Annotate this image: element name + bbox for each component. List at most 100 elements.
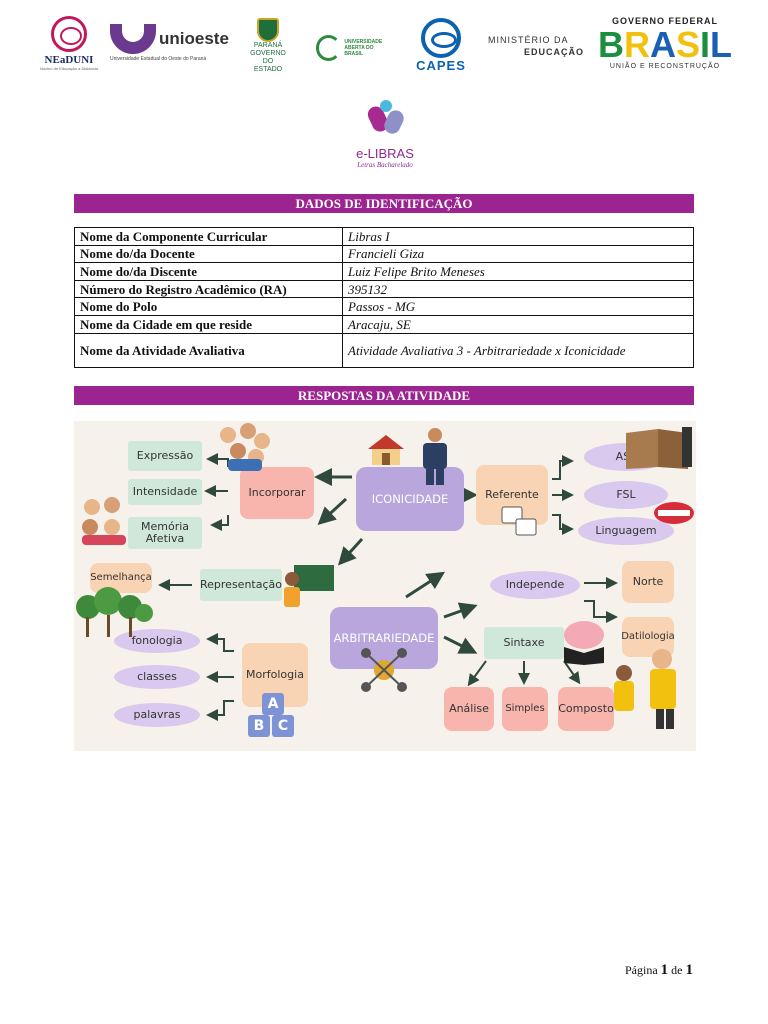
node-independe: Independe: [490, 571, 580, 599]
uab-swirl-icon: [316, 35, 342, 61]
node-linguagem: Linguagem: [578, 517, 674, 545]
ident-value: Francieli Giza: [342, 244, 694, 264]
trees-icon: [76, 587, 153, 637]
house-icon: [368, 435, 404, 465]
uab-line1: UNIVERSIDADE: [344, 39, 383, 45]
parana-logo: PARANÁ GOVERNO DO ESTADO: [248, 18, 288, 80]
gov-brasil-letter: B: [597, 24, 624, 65]
ident-label: Nome da Atividade Avaliativa: [74, 332, 343, 368]
parana-line3: DO ESTADO: [253, 58, 283, 73]
capes-emblem-icon: [421, 18, 461, 58]
people-reading-icon: [614, 649, 676, 729]
node-sintaxe: Sintaxe: [484, 627, 564, 659]
mind-map-arrows: [158, 453, 618, 721]
gov-brasil-letter: R: [623, 24, 650, 65]
unioeste-subtitle: Universidade Estadual do Oeste do Paraná: [110, 56, 207, 62]
gov-brasil-letter: S: [675, 24, 700, 65]
gov-bottom-text: UNIÃO E RECONSTRUÇÃO: [609, 63, 721, 70]
mec-line1: MINISTÉRIO DA: [488, 35, 569, 45]
capes-name: CAPES: [416, 58, 466, 73]
ident-row: Número do Registro Acadêmico (RA)395132: [74, 279, 694, 299]
ident-label: Número do Registro Acadêmico (RA): [74, 279, 343, 299]
ident-section-title: DADOS DE IDENTIFICAÇÃO: [74, 194, 694, 213]
footer-prefix: Página: [625, 963, 658, 977]
old-book-icon: [626, 427, 692, 469]
node-iconicidade: ICONICIDADE: [356, 467, 464, 531]
node-arbitrariedade: ARBITRARIEDADE: [330, 607, 438, 669]
node-norte: Norte: [622, 561, 674, 603]
mec-line2: EDUCAÇÃO: [523, 47, 584, 57]
parana-line1: PARANÁ: [253, 42, 283, 49]
ident-value: Passos - MG: [342, 297, 694, 316]
node-memoria-afetiva: Memória Afetiva: [128, 517, 202, 549]
node-incorporar: Incorporar: [240, 467, 314, 519]
uab-logo: UNIVERSIDADE ABERTA DO BRASIL: [316, 26, 392, 70]
unioeste-emblem-icon: [110, 24, 156, 54]
ident-value: Libras I: [342, 227, 694, 246]
ident-row: Nome da Atividade Avaliativa Atividade A…: [74, 332, 694, 368]
elibras-logo: e-LIBRAS Letras Bacharelado: [346, 100, 424, 180]
node-semelhanca: Semelhança: [90, 563, 152, 593]
mec-logo: MINISTÉRIO DA EDUCAÇÃO: [488, 34, 584, 62]
network-cube-icon: [361, 648, 407, 692]
unioeste-logo: unioeste Universidade Estadual do Oeste …: [110, 24, 238, 70]
ident-label: Nome do/da Docente: [74, 244, 343, 264]
ident-value: Luiz Felipe Brito Meneses: [342, 262, 694, 281]
abc-block: B: [248, 715, 270, 737]
abc-block: C: [272, 715, 294, 737]
abc-block: A: [262, 693, 284, 715]
ident-label: Nome da Componente Curricular: [74, 227, 343, 246]
node-palavras: palavras: [114, 703, 200, 727]
footer-page-total: 1: [685, 962, 694, 978]
neaduni-name: NEaDUNI: [44, 54, 94, 66]
lips-icon: [654, 502, 694, 524]
elibras-subtitle: Letras Bacharelado: [357, 161, 413, 169]
translate-icon: [501, 506, 537, 536]
brain-reading-icon: [564, 621, 604, 665]
ident-value: Atividade Avaliativa 3 - Arbitrariedade …: [342, 332, 694, 368]
ident-label: Nome do Polo: [74, 297, 343, 316]
parana-line2: GOVERNO: [250, 50, 286, 57]
gov-brasil-letter: A: [649, 24, 676, 65]
neaduni-globe-icon: [51, 16, 87, 52]
teacher-blackboard-icon: [284, 565, 334, 607]
neaduni-logo: NEaDUNI Núcleo de Educação a Distância: [40, 16, 98, 78]
elibras-hands-icon: [360, 100, 410, 146]
children-group-icon-2: [82, 497, 126, 545]
unioeste-name: unioeste: [159, 29, 229, 48]
node-analise: Análise: [444, 687, 494, 731]
node-intensidade: Intensidade: [128, 479, 202, 505]
mind-map: ICONICIDADE ARBITRARIEDADE Incorporar Ex…: [74, 421, 696, 751]
capes-logo: CAPES: [406, 18, 476, 78]
ident-value: 395132: [342, 279, 694, 299]
gov-top-text: GOVERNO FEDERAL: [611, 16, 718, 26]
node-representacao: Representação: [200, 569, 282, 601]
node-expressao: Expressão: [128, 441, 202, 471]
node-fonologia: fonologia: [114, 629, 200, 653]
ident-label: Nome do/da Discente: [74, 262, 343, 281]
gov-brasil-letter: I: [700, 24, 711, 65]
footer-page-number: 1: [660, 962, 669, 978]
node-classes: classes: [114, 665, 200, 689]
node-simples: Simples: [502, 687, 548, 731]
police-officer-icon: [423, 428, 447, 485]
node-composto: Composto: [558, 687, 614, 731]
page-footer: Página 1 de 1: [625, 962, 693, 979]
neaduni-subtitle: Núcleo de Educação a Distância: [40, 66, 98, 71]
ident-value: Aracaju, SE: [342, 314, 694, 334]
footer-separator: de: [671, 963, 683, 977]
uab-line2: ABERTA DO BRASIL: [344, 45, 374, 57]
node-morfologia: Morfologia: [242, 643, 308, 707]
node-fsl: FSL: [584, 481, 668, 509]
gov-brasil-letter: L: [710, 24, 733, 65]
elibras-name: e-LIBRAS: [356, 146, 414, 161]
